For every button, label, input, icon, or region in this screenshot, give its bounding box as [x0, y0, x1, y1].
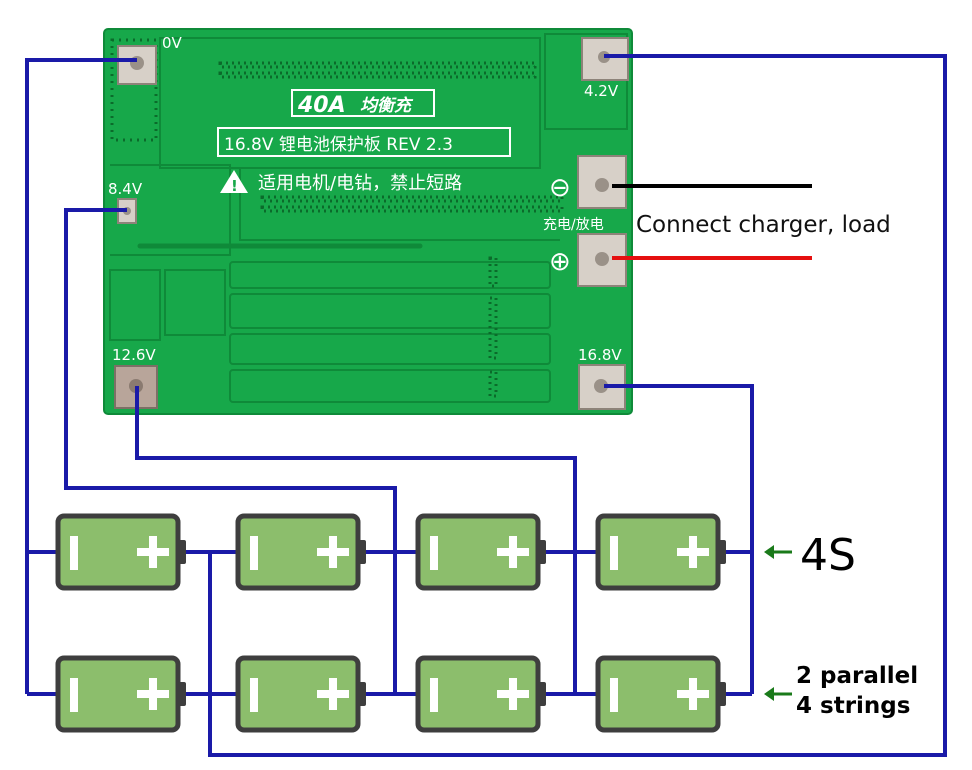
- pad-label-4-2v: 4.2V: [584, 82, 619, 100]
- pad-4-2v: [581, 37, 629, 81]
- arrow-icon-4s: [764, 545, 792, 559]
- battery-cell: [598, 658, 726, 730]
- warning-icon: !: [220, 170, 248, 195]
- wire-4-2v: [208, 54, 947, 757]
- battery-cell: [58, 658, 186, 730]
- battery-cell: [58, 516, 186, 588]
- bus-wires: [25, 54, 947, 757]
- minus-symbol: ⊖: [549, 173, 571, 203]
- wire-12-6v: [135, 386, 577, 694]
- wire-8-4v: [64, 208, 397, 694]
- parallel-label-line2: 4 strings: [796, 693, 910, 719]
- model-label-box: [291, 89, 435, 117]
- pad-label-16-8v: 16.8V: [578, 346, 622, 364]
- battery-cell: [238, 516, 366, 588]
- pad-label-12-6v: 12.6V: [112, 346, 156, 364]
- wire-0v: [25, 58, 137, 694]
- battery-cell: [418, 516, 546, 588]
- svg-text:!: !: [231, 177, 238, 195]
- pad-0v: [117, 45, 157, 85]
- board-model: 40A: [297, 93, 346, 118]
- series-label: 4S: [800, 530, 856, 581]
- pad-charger-negative: [577, 155, 627, 209]
- pad-label-0v: 0V: [162, 34, 183, 52]
- board-spec: 16.8V 锂电池保护板 REV 2.3: [224, 135, 453, 155]
- pad-label-8-4v: 8.4V: [108, 180, 143, 198]
- charge-discharge-label: 充电/放电: [543, 217, 604, 233]
- wire-16-8v: [604, 384, 754, 694]
- battery-cell: [418, 658, 546, 730]
- arrow-icon-parallel: [764, 687, 792, 701]
- pcb-board: 40A 均衡充 16.8V 锂电池保护板 REV 2.3 ! 适用电机/电钻，禁…: [103, 28, 633, 415]
- connect-annotation: Connect charger, load: [636, 212, 891, 238]
- battery-cell: [598, 516, 726, 588]
- via-dots: [110, 38, 564, 398]
- battery-cell: [238, 658, 366, 730]
- parallel-label-line1: 2 parallel: [796, 663, 918, 689]
- plus-symbol: ⊕: [549, 247, 571, 277]
- spec-label-box: [217, 127, 511, 157]
- board-model-cn: 均衡充: [360, 96, 414, 116]
- board-warning: 适用电机/电钻，禁止短路: [258, 173, 462, 194]
